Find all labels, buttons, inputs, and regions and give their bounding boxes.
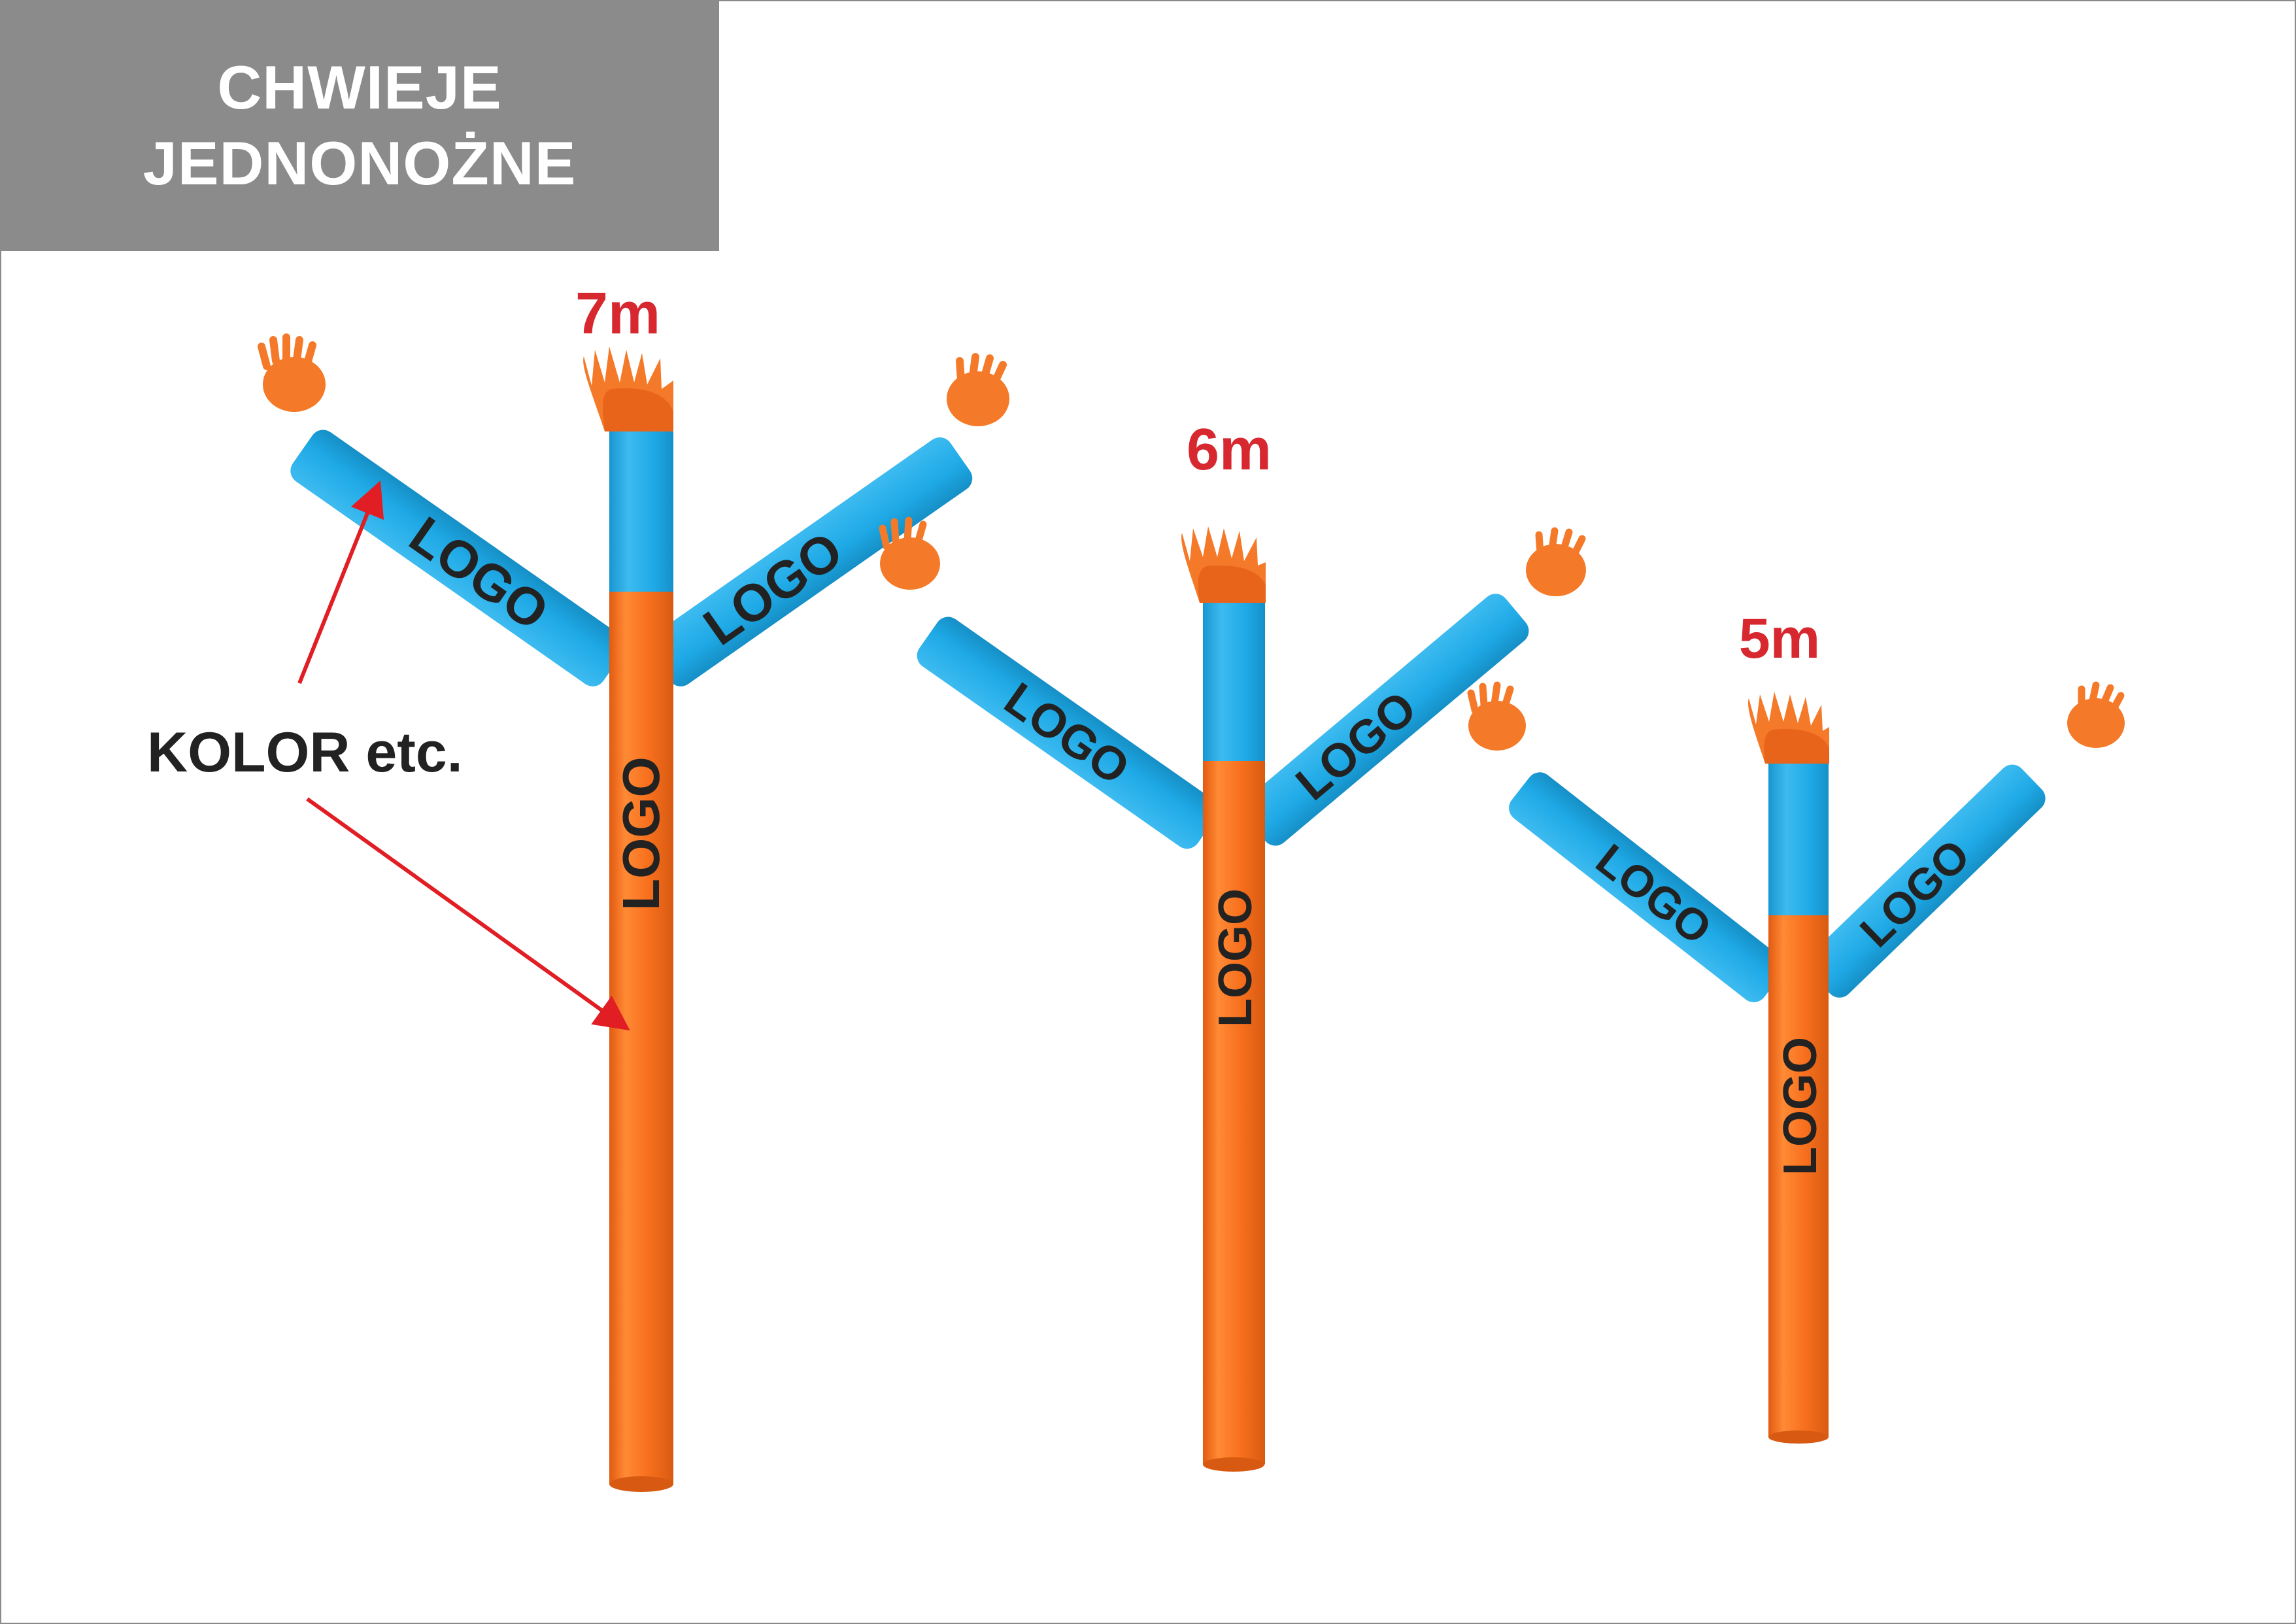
arrow-to-arm <box>297 480 384 685</box>
right-hand-tuft <box>2067 681 2125 748</box>
body-lower <box>609 588 673 1484</box>
air-dancer-5m: LOGO LOGO LOGO 5m <box>1467 607 2125 1444</box>
arrow-to-body <box>306 797 630 1031</box>
title-line-2: JEDNONOŻNE <box>143 129 577 197</box>
height-label-6m: 6m <box>1187 417 1272 482</box>
body-lower <box>1768 913 1829 1437</box>
body-upper <box>1768 764 1829 915</box>
head-tuft <box>1181 526 1266 603</box>
head-tuft <box>1747 692 1829 764</box>
height-label-5m: 5m <box>1739 607 1820 670</box>
left-arm: LOGO <box>917 617 1219 849</box>
right-arm-logo: LOGO <box>1287 681 1427 811</box>
air-dancer-6m: LOGO LOGO LOGO 6m <box>879 417 1586 1472</box>
right-arm: LOGO <box>1806 764 2046 998</box>
right-arm-logo: LOGO <box>693 520 853 656</box>
right-hand-tuft <box>1526 527 1586 596</box>
body-logo: LOGO <box>1209 888 1262 1027</box>
right-hand-tuft <box>947 353 1009 426</box>
air-dancer-7m: LOGO LOGO LOGO 7m <box>258 281 1009 1492</box>
left-arm-logo: LOGO <box>399 505 559 641</box>
height-label-7m: 7m <box>575 281 660 347</box>
title-box: CHWIEJE JEDNONOŻNE <box>0 0 719 251</box>
left-hand-tuft <box>1467 681 1526 751</box>
body-logo: LOGO <box>612 756 670 911</box>
left-hand-tuft <box>879 516 940 590</box>
left-arm: LOGO <box>1509 772 1785 1003</box>
left-arm-logo: LOGO <box>1587 834 1721 954</box>
head-tuft <box>583 347 673 431</box>
color-callout: KOLOR etc. <box>147 480 630 1031</box>
right-arm-logo: LOGO <box>1851 830 1980 957</box>
body-upper <box>1203 603 1265 761</box>
title-line-1: CHWIEJE <box>217 53 502 122</box>
callout-label: KOLOR etc. <box>147 721 463 784</box>
left-hand-tuft <box>258 333 326 412</box>
body-lower <box>1203 758 1265 1464</box>
body-upper <box>609 431 673 592</box>
body-logo: LOGO <box>1774 1037 1827 1176</box>
left-arm: LOGO <box>290 430 626 686</box>
